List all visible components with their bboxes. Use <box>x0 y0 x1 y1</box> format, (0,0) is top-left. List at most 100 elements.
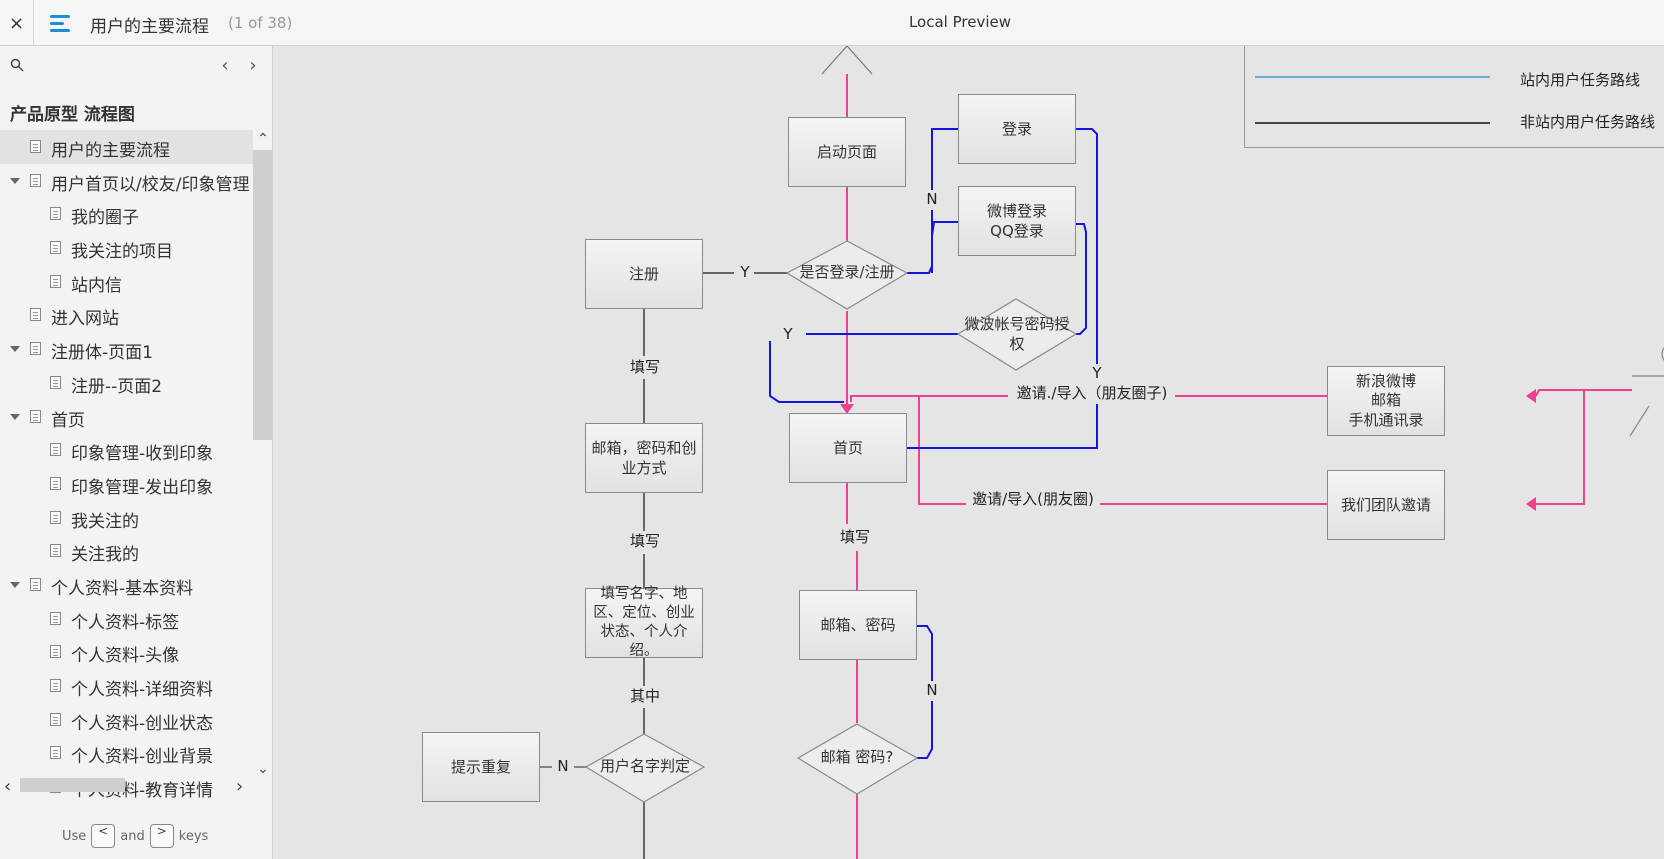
page-icon <box>50 712 61 726</box>
fill-info-box: 填写名字、地区、定位、创业状态、个人介绍。 <box>585 586 703 659</box>
page-icon <box>30 308 41 322</box>
tree-item-label: 个人资料-标签 <box>71 612 180 633</box>
prev-page-button[interactable]: ‹ <box>221 54 229 76</box>
start-page-box: 启动页面 <box>788 117 906 187</box>
page-icon <box>50 679 61 692</box>
expand-toggle-icon[interactable] <box>10 346 20 353</box>
next-key-icon: > <box>149 824 174 848</box>
scroll-down-icon[interactable]: ⌄ <box>257 761 269 777</box>
tree-item-label: 用户的主要流程 <box>51 141 170 161</box>
yes-label-3: Y <box>1088 364 1106 384</box>
hint-keys: keys <box>178 828 209 844</box>
tree-item[interactable]: 印象管理-收到印象 <box>0 433 253 467</box>
tree-item-label: 我关注的 <box>71 511 139 532</box>
horizontal-scrollbar[interactable]: ‹ › <box>0 774 253 797</box>
email-password-biz-box: 邮箱，密码和创业方式 <box>585 423 703 493</box>
no-label-3: N <box>553 757 573 777</box>
among-label: 其中 <box>625 687 665 707</box>
hint-and: and <box>120 828 145 844</box>
page-tree: 用户的主要流程用户首页以/校友/印象管理我的圈子我关注的项目站内信进入网站注册体… <box>0 130 253 804</box>
close-icon[interactable]: × <box>0 0 34 46</box>
tree-item-label: 我关注的项目 <box>71 242 173 263</box>
login-box: 登录 <box>958 94 1076 164</box>
tree-item[interactable]: 我关注的项目 <box>0 231 253 265</box>
tree-item[interactable]: 我关注的 <box>0 501 253 535</box>
tree-item[interactable]: 个人资料-头像 <box>0 635 253 669</box>
tree-item[interactable]: 首页 <box>0 400 253 434</box>
expand-toggle-icon[interactable] <box>10 177 20 184</box>
register-box: 注册 <box>585 239 703 309</box>
tree-item[interactable]: 印象管理-发出印象 <box>0 467 253 501</box>
email-password-check-diamond: 邮箱 密码? <box>820 748 894 766</box>
sina-weibo-box: 新浪微博 邮箱 手机通讯录 <box>1327 366 1445 436</box>
page-title: 用户的主要流程 <box>90 17 209 37</box>
tree-item[interactable]: 个人资料-标签 <box>0 602 253 636</box>
yes-label-2: Y <box>779 325 797 345</box>
tree-item[interactable]: 进入网站 <box>0 298 253 332</box>
page-icon <box>30 173 41 187</box>
email-password-box: 邮箱、密码 <box>799 590 917 660</box>
page-count: (1 of 38) <box>228 14 293 32</box>
expand-toggle-icon[interactable] <box>10 413 20 420</box>
page-icon <box>50 544 61 558</box>
weibo-auth-diamond: 微波帐号密码授权 <box>964 315 1070 353</box>
tree-item-label: 用户首页以/校友/印象管理 <box>51 174 250 195</box>
tree-item-label: 个人资料-头像 <box>71 646 180 667</box>
name-check-diamond: 用户名字判定 <box>599 757 690 775</box>
tree-item-label: 个人资料-创业背景 <box>71 747 214 768</box>
prev-key-icon: < <box>91 824 116 848</box>
tree-item-label: 个人资料-创业状态 <box>71 713 214 734</box>
repeat-hint-box: 提示重复 <box>422 732 540 802</box>
tree-item[interactable]: 个人资料-基本资料 <box>0 568 253 602</box>
page-icon <box>50 375 61 389</box>
team-invite-box: 我们团队邀请 <box>1327 470 1445 540</box>
keyboard-hint: Use < and > keys <box>62 824 208 848</box>
tree-item[interactable]: 注册体-页面1 <box>0 332 253 366</box>
expand-toggle-icon[interactable] <box>10 581 20 588</box>
tree-item[interactable]: 我的圈子 <box>0 197 253 231</box>
invite-label-2: 邀请/导入(朋友圈) <box>966 490 1100 510</box>
tree-item-label: 个人资料-详细资料 <box>71 680 214 700</box>
vertical-scrollbar[interactable]: ⌃ ⌄ <box>253 130 272 820</box>
next-page-button[interactable]: › <box>249 54 257 76</box>
menu-icon[interactable] <box>50 13 72 33</box>
tree-item[interactable]: 个人资料-创业状态 <box>0 703 253 737</box>
horizontal-scroll-thumb[interactable] <box>20 778 125 792</box>
fill-label-3: 填写 <box>835 528 875 548</box>
tree-item[interactable]: 注册--页面2 <box>0 366 253 400</box>
tree-item[interactable]: 用户首页以/校友/印象管理 <box>0 164 253 198</box>
search-row: ‹ › <box>0 46 272 86</box>
page-icon <box>50 476 61 490</box>
flowchart-connectors <box>540 46 1664 859</box>
page-icon <box>30 577 41 591</box>
tree-item-label: 注册--页面2 <box>71 376 163 397</box>
home-box: 首页 <box>789 413 907 483</box>
scroll-right-icon[interactable]: › <box>236 776 244 797</box>
tree-item[interactable]: 用户的主要流程 <box>0 130 253 164</box>
search-icon[interactable] <box>10 58 24 72</box>
page-icon <box>30 342 41 356</box>
fill-label-1: 填写 <box>625 358 665 378</box>
page-icon <box>50 510 61 524</box>
scroll-left-icon[interactable]: ‹ <box>4 776 12 797</box>
page-icon <box>50 241 61 255</box>
scroll-up-icon[interactable]: ⌃ <box>257 131 269 147</box>
tree-item[interactable]: 站内信 <box>0 265 253 299</box>
page-icon <box>50 443 61 457</box>
yes-label-1: Y <box>736 263 754 283</box>
top-bar: × 用户的主要流程 (1 of 38) Local Preview <box>0 0 1664 46</box>
fill-label-2: 填写 <box>625 532 665 552</box>
tree-item-label: 首页 <box>51 410 85 431</box>
legend: 站内用户任务路线 非站内用户任务路线 <box>1244 46 1664 148</box>
tree-item-label: 注册体-页面1 <box>51 343 153 364</box>
tree-item[interactable]: 个人资料-详细资料 <box>0 669 253 703</box>
tree-item-label: 站内信 <box>71 275 122 296</box>
scroll-thumb[interactable] <box>253 150 272 440</box>
invite-label-1: 邀请./导入（朋友圈子) <box>1009 384 1175 404</box>
tree-item[interactable]: 个人资料-创业背景 <box>0 736 253 770</box>
page-icon <box>50 274 61 288</box>
tree-item-label: 进入网站 <box>51 309 119 330</box>
tree-item[interactable]: 关注我的 <box>0 534 253 568</box>
tree-item-label: 关注我的 <box>71 545 139 566</box>
legend-blue-label: 站内用户任务路线 <box>1520 71 1641 89</box>
